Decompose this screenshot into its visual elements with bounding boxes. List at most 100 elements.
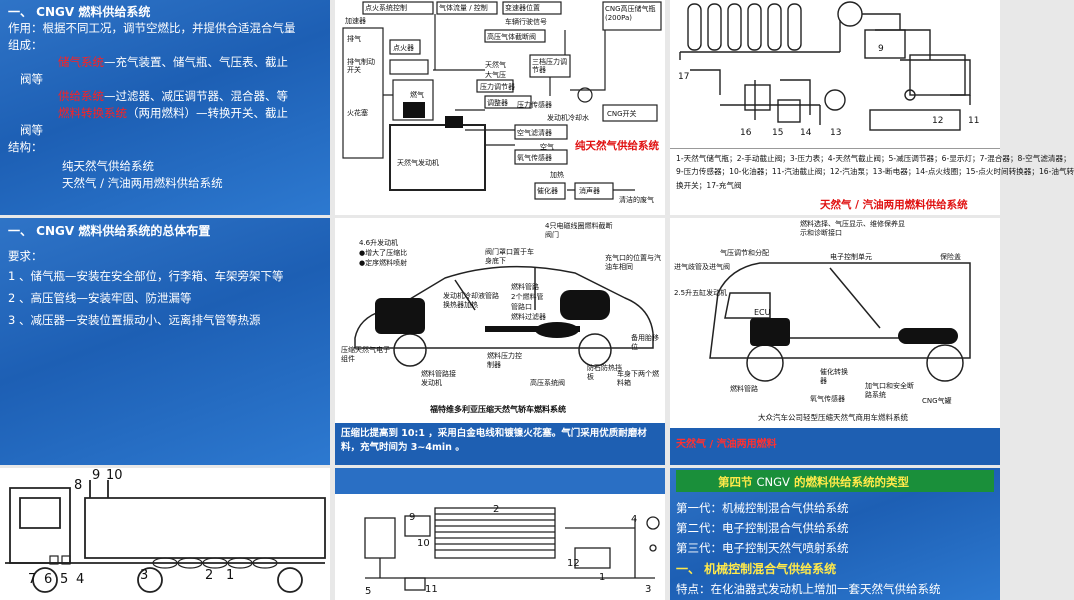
- label-cng-tank: CNG气罐: [922, 397, 952, 405]
- slide-title: 一、 CNGV 燃料供给系统: [8, 5, 151, 19]
- supply-desc: —过滤器、减压调节器、混合器、等: [104, 89, 288, 103]
- label-atm-pressure: 大气压: [485, 71, 506, 79]
- label-fuel-gas: 燃气: [410, 91, 424, 99]
- purpose-text: 作用：根据不同工况，调节空燃比，并提供合适混合气量: [8, 21, 296, 35]
- part-14: 14: [800, 128, 812, 138]
- label-five-cyl-engine: 2.5升五缸发动机: [674, 289, 728, 297]
- truck-schematic: [5, 480, 326, 593]
- section-title: 第四节 CNGV 的燃料供给系统的类型: [718, 474, 909, 490]
- label-coolant-heat: 发动机冷却液管路换热器加热: [443, 292, 499, 309]
- label-accelerator: 加速器: [345, 17, 366, 25]
- label-electronic-unit: 压缩天然气电子组件: [341, 346, 390, 363]
- part-9: 9: [878, 44, 884, 54]
- storage-desc: —充气装置、储气瓶、气压表、截止: [104, 55, 288, 69]
- switch-term: 燃料转换系统: [58, 106, 127, 120]
- label-exhaust-brake-switch: 排气制动开关: [347, 58, 375, 74]
- slide-title: 一、 CNGV 燃料供给系统的总体布置: [8, 224, 211, 238]
- part-13: 13: [830, 128, 842, 138]
- storage-cont: 阀等: [20, 72, 43, 86]
- label-engine: 4.6升发动机: [359, 239, 399, 247]
- label-intake-manifold: 进气歧管及进气阀: [674, 263, 730, 271]
- label-fill-safety: 加气口和安全断路系统: [865, 382, 914, 399]
- label-fuel-filter: 燃料过滤器: [511, 313, 546, 321]
- subsection-title: 一、 机械控制混合气供给系统: [676, 562, 837, 576]
- part-5: 5: [60, 572, 69, 587]
- requirement-2: 2 、高压管线—安装牢固、防泄漏等: [8, 291, 192, 305]
- label-catalyst: 催化器: [537, 187, 558, 195]
- label-spare-tire: 备用胎移位: [631, 334, 659, 351]
- label-hp-valve: 高压系统阀: [530, 379, 565, 387]
- part-17: 17: [678, 72, 690, 82]
- label-fuel-line: 燃料管路: [730, 385, 758, 393]
- part-4: 4: [631, 514, 638, 525]
- part-15: 15: [772, 128, 784, 138]
- pure-cng-schematic: [342, 1, 662, 200]
- label-three-stage-regulator: 三档压力调节器: [532, 58, 567, 74]
- section-title-bar: 第四节 CNGV 的燃料供给系统的类型: [676, 470, 994, 492]
- slide-pure-cng-diagram[interactable]: 点火系统控制 气体流量 / 控制 变速器位置 CNG高压储气瓶(200Pa) 车…: [335, 0, 665, 215]
- switch-cont: 阀等: [20, 123, 43, 137]
- label-shutoff-valve: 高压气体截断阀: [487, 33, 536, 41]
- label-oxygen-sensor: 氧气传感器: [517, 154, 552, 162]
- label-vehicle-signal: 车辆行驶信号: [505, 18, 547, 26]
- part-7: 7: [28, 572, 37, 587]
- figure-title: 大众汽车公司轻型压缩天然气商用车燃料系统: [758, 413, 908, 422]
- storage-system-line: 储气系统—充气装置、储气瓶、气压表、截止: [58, 54, 288, 71]
- part-6: 6: [44, 572, 53, 587]
- slide-cngv-fuel-system-intro[interactable]: 一、 CNGV 燃料供给系统 作用：根据不同工况，调节空燃比，并提供合适混合气量…: [0, 0, 330, 215]
- label-solenoid-valves: 4只电磁线圈燃料截断阀门: [545, 222, 613, 239]
- label-two-tanks: 车身下两个燃料箱: [617, 370, 659, 387]
- svg-text:ECU: ECU: [754, 308, 771, 317]
- part-5: 5: [365, 586, 372, 597]
- label-ignition-control: 点火系统控制: [365, 4, 407, 12]
- section-title-a: 第四节: [718, 475, 757, 489]
- label-cng-cylinder: CNG高压储气瓶(200Pa): [605, 5, 656, 22]
- dual-fuel-schematic: [679, 1, 971, 131]
- legend-line-3: 换开关；17-充气阀: [676, 181, 742, 190]
- label-pressure-regulator: 压力调节器: [480, 83, 515, 91]
- part-11: 11: [425, 584, 438, 595]
- cylinder-bank-schematic: [335, 468, 665, 591]
- label-clean-exhaust: 清洁的废气: [619, 196, 654, 204]
- label-fuel-select-display: 燃料选择、气压显示、维修保养显示和诊断接口: [800, 220, 905, 237]
- label-muffler: 消声器: [579, 187, 600, 195]
- slide-vw-cng-van[interactable]: ECU 燃料选择、气压显示、维修保养显示和诊断接口 气压调节和分配 电子控制单元…: [670, 218, 1000, 465]
- label-cng-switch: CNG开关: [607, 110, 637, 118]
- supply-system-line: 供给系统—过滤器、减压调节器、混合器、等: [58, 88, 288, 105]
- structure-item-2: 天然气 / 汽油两用燃料供给系统: [62, 176, 223, 190]
- label-line-to-engine: 燃料管路接发动机: [421, 370, 456, 387]
- part-12: 12: [932, 116, 944, 126]
- label-fuel-line: 燃料管路: [511, 283, 539, 291]
- label-natural-gas: 天然气: [485, 61, 506, 69]
- label-pipe-port: 管路口: [511, 303, 532, 311]
- diagram-caption: 纯天然气供给系统: [575, 140, 659, 152]
- slide-cylinder-bank-diagram[interactable]: 2 9 4 10 12 11 1 5 3: [335, 468, 665, 600]
- slide-dual-fuel-diagram[interactable]: 17 16 15 14 13 12 11 9 1-天然气储气瓶；2-手动截止阀；…: [670, 0, 1074, 215]
- diagram-caption: 天然气 / 汽油两用燃料供给系统: [820, 199, 968, 211]
- label-oxygen-sensor: 氧气传感器: [810, 395, 845, 403]
- feature-text: 特点：在化油器式发动机上增加一套天然气供给系统: [676, 582, 941, 596]
- caption-text: 天然气 / 汽油两用燃料: [676, 439, 777, 450]
- label-gearbox-position: 变速器位置: [505, 4, 540, 12]
- slide-layout-requirements[interactable]: 一、 CNGV 燃料供给系统的总体布置 要求： 1 、储气瓶—安装在安全部位，行…: [0, 218, 330, 465]
- requirement-3: 3 、减压器—安装位置振动小、远离排气管等热源: [8, 313, 261, 327]
- slide-section-4-types[interactable]: 第四节 CNGV 的燃料供给系统的类型 第一代：机械控制混合气供给系统 第二代：…: [670, 468, 1000, 600]
- generation-2: 第二代：电子控制混合气供给系统: [676, 521, 849, 535]
- structure-label: 结构：: [8, 140, 43, 154]
- slide-ford-victoria-cng[interactable]: 4.6升发动机 ●增大了压缩比 ●定序燃料喷射 4只电磁线圈燃料截断阀门 阀门罩…: [335, 218, 665, 465]
- slide-truck-diagram[interactable]: 9 10 8 7 6 5 4 3 2 1: [0, 468, 330, 600]
- storage-term: 储气系统: [58, 55, 104, 69]
- part-1: 1: [599, 572, 606, 583]
- part-12: 12: [567, 558, 580, 569]
- part-1: 1: [226, 568, 235, 583]
- composition-label: 组成：: [8, 38, 43, 52]
- label-two-fuel-pipes: 2个燃料管: [511, 293, 544, 301]
- legend-line-2: 9-压力传感器；10-化油器；11-汽油截止阀；12-汽油泵；13-断电器；14…: [676, 167, 1074, 176]
- section-title-c: 的燃料供给系统的类型: [789, 475, 909, 489]
- label-ng-engine: 天然气发动机: [397, 159, 439, 167]
- structure-item-1: 纯天然气供给系统: [62, 159, 154, 173]
- requirements-label: 要求：: [8, 249, 43, 263]
- switch-system-line: 燃料转换系统（两用燃料）—转换开关、截止: [58, 105, 288, 122]
- label-igniter: 点火器: [393, 44, 414, 52]
- legend-line-1: 1-天然气储气瓶；2-手动截止阀；3-压力表；4-天然气截止阀；5-减压调节器；…: [676, 154, 1071, 163]
